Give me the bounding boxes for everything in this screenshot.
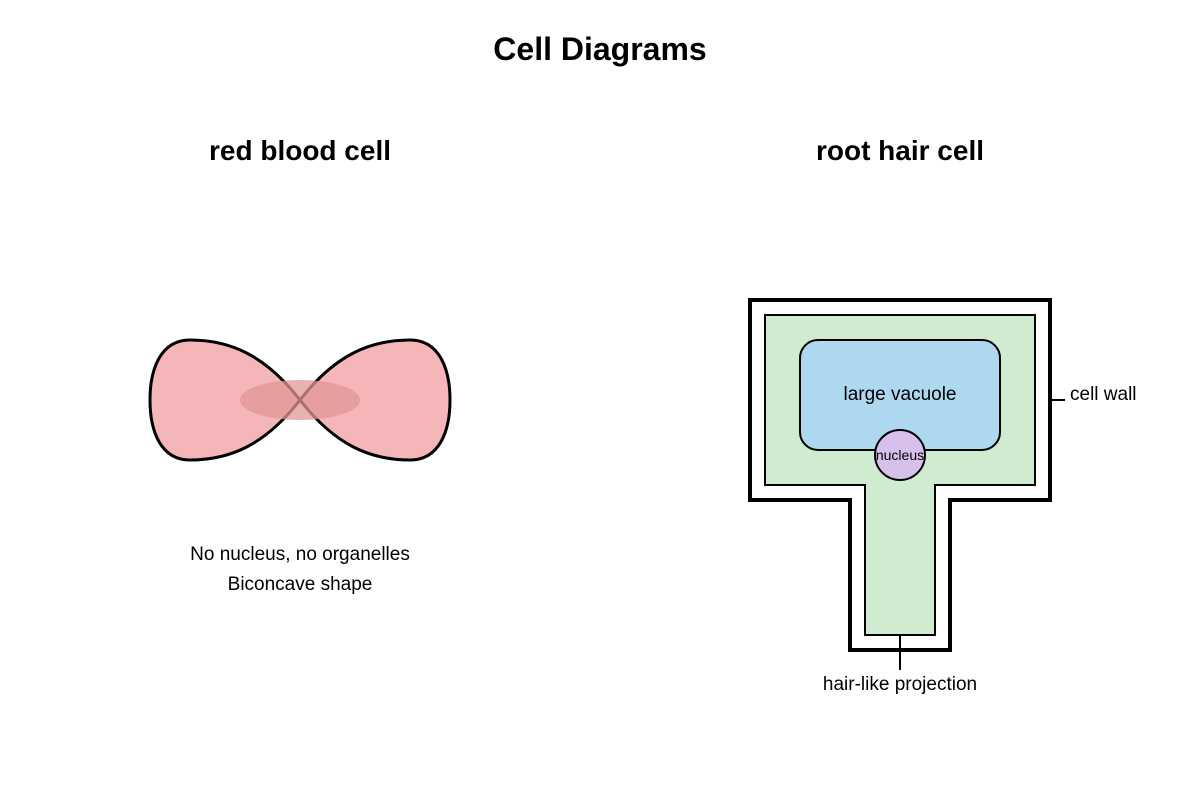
- cell-wall-label: cell wall: [1070, 384, 1137, 405]
- root-hair-cell-panel: root hair cell large vacuole nucleus cel…: [748, 135, 1137, 695]
- vacuole-label: large vacuole: [843, 384, 956, 405]
- red-blood-cell-biconcave-center: [240, 380, 360, 420]
- root-hair-cell-heading: root hair cell: [816, 135, 984, 166]
- root-hair-cell-nucleus: [874, 429, 926, 481]
- red-blood-cell-note-2: Biconcave shape: [228, 574, 373, 595]
- page-title: Cell Diagrams: [493, 31, 706, 67]
- red-blood-cell-heading: red blood cell: [209, 135, 391, 166]
- nucleus-label: nucleus: [876, 447, 924, 463]
- projection-label: hair-like projection: [823, 674, 977, 695]
- red-blood-cell-note-1: No nucleus, no organelles: [190, 544, 410, 565]
- red-blood-cell-panel: red blood cell No nucleus, no organelles…: [148, 135, 452, 595]
